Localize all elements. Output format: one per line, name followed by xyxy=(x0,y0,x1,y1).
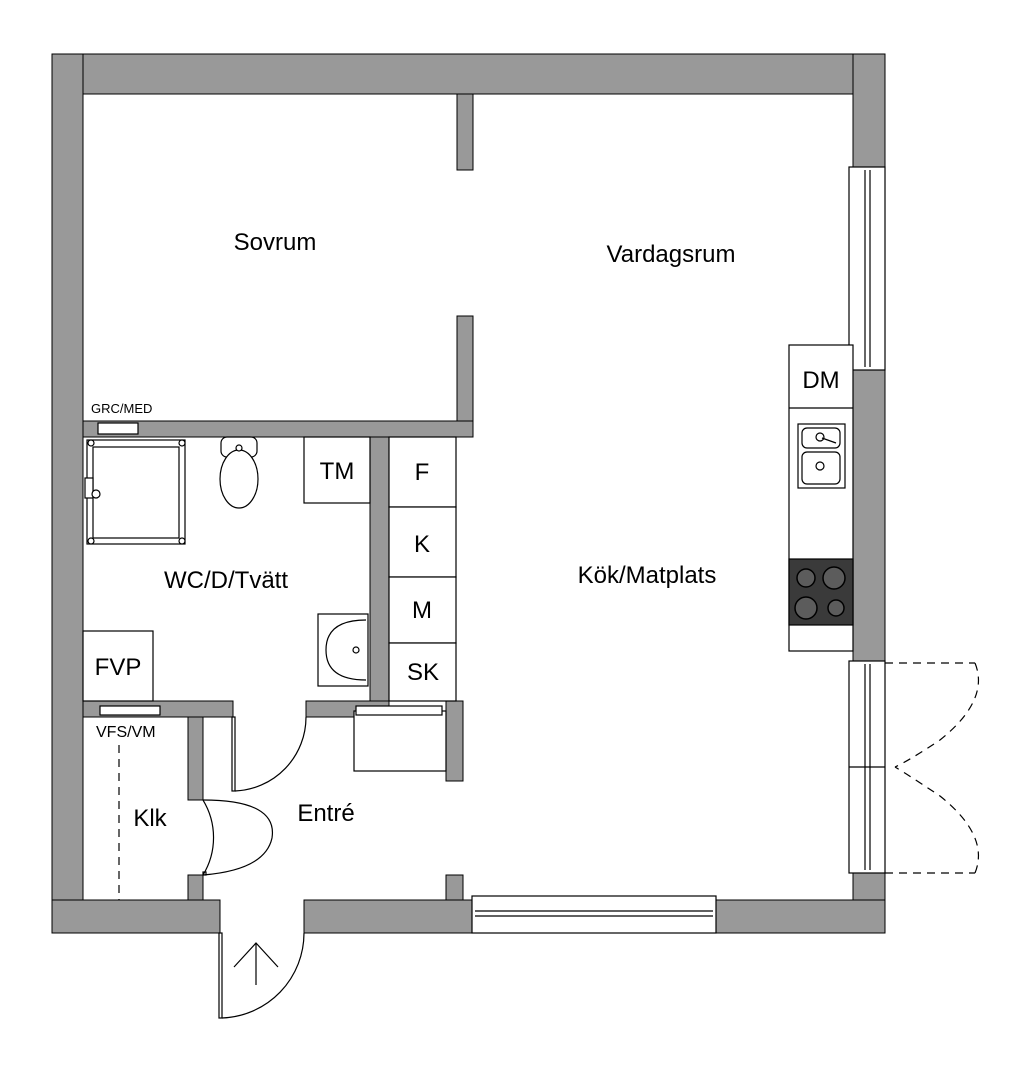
fvp-cabinet: FVP xyxy=(82,630,154,702)
entrance-door xyxy=(218,932,305,1019)
room-label-klk: Klk xyxy=(133,805,167,832)
kitchen-column: F K M SK xyxy=(388,436,457,702)
k-label: K xyxy=(414,531,430,558)
bath-door xyxy=(231,716,307,792)
kitchen-counter: DM xyxy=(788,344,854,652)
closet-fixtures: VFS/VM xyxy=(96,705,161,900)
kitchen-sink xyxy=(797,423,846,489)
vfs-vm-label: VFS/VM xyxy=(96,724,156,741)
m-label: M xyxy=(412,597,432,624)
f-label: F xyxy=(415,459,430,486)
window-south xyxy=(471,895,717,934)
windows xyxy=(471,166,886,934)
shower xyxy=(84,439,186,545)
entry-bench xyxy=(353,705,447,772)
tm-cabinet: TM xyxy=(303,436,371,504)
tm-label: TM xyxy=(320,458,355,485)
room-label-wc: WC/D/Tvätt xyxy=(164,567,288,594)
closet-door xyxy=(202,799,274,876)
fvp-label: FVP xyxy=(95,654,142,681)
toilet xyxy=(219,436,259,509)
room-label-kok: Kök/Matplats xyxy=(578,562,717,589)
washbasin xyxy=(317,613,369,687)
sk-label: SK xyxy=(407,659,439,686)
dm-label: DM xyxy=(802,367,839,394)
stove xyxy=(788,558,854,626)
terrace-door-swings xyxy=(885,662,979,874)
room-label-entre: Entré xyxy=(297,800,354,827)
grc-med: GRC/MED xyxy=(91,401,152,435)
outer-walls xyxy=(51,53,886,934)
room-label-sovrum: Sovrum xyxy=(234,229,317,256)
room-label-vardagsrum: Vardagsrum xyxy=(607,241,736,268)
window-east-upper xyxy=(848,166,886,371)
grc-med-label: GRC/MED xyxy=(91,401,152,416)
window-east-lower xyxy=(848,660,886,874)
